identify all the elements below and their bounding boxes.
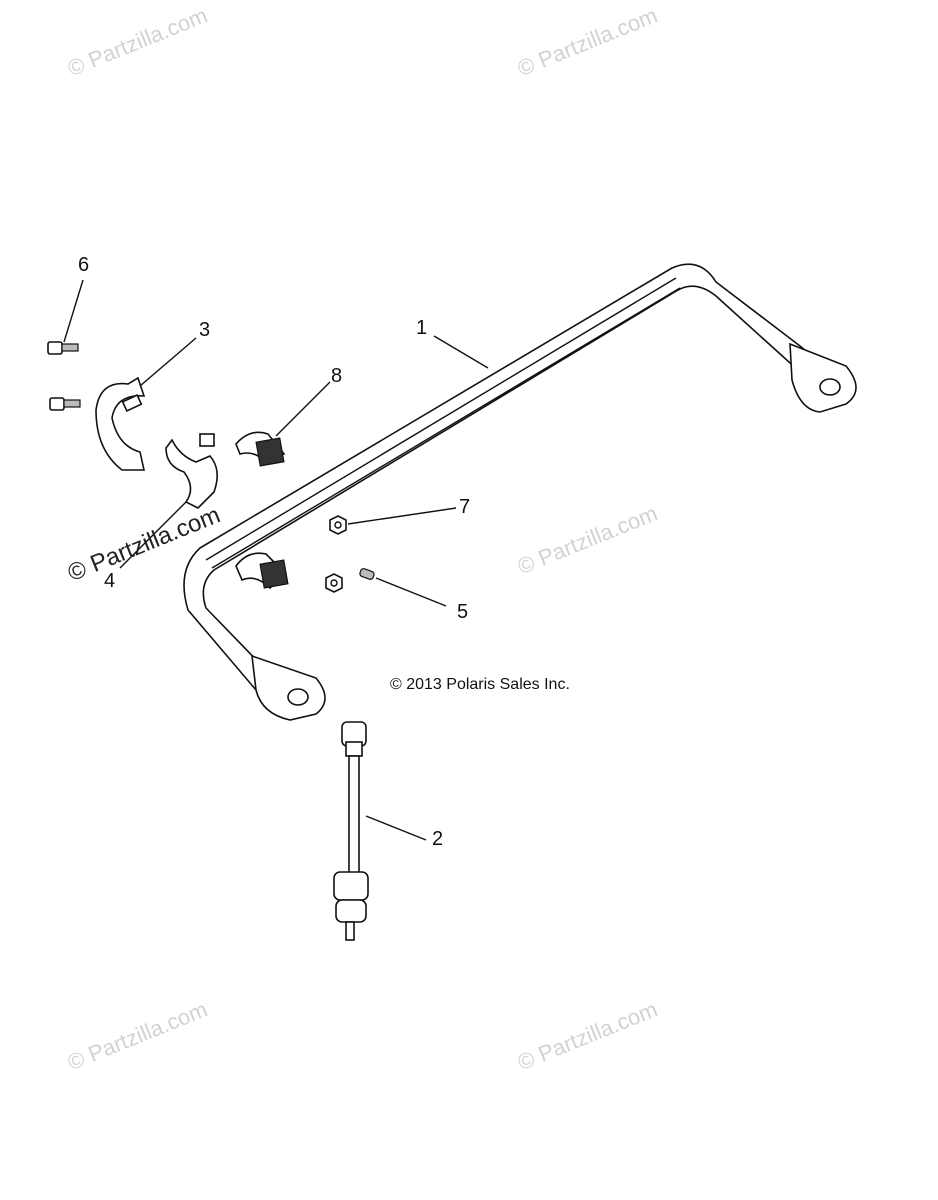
bolt-upper — [47, 341, 79, 355]
clamp-bracket — [165, 433, 218, 509]
sway-bar — [183, 263, 857, 721]
callout-5: 5 — [457, 601, 469, 623]
nut-lower — [325, 573, 343, 593]
bolt-lower — [49, 397, 81, 411]
callout-6: 6 — [78, 254, 90, 276]
nut-upper — [329, 515, 347, 535]
copyright-notice: © 2013 Polaris Sales Inc. — [390, 676, 570, 693]
bushing-lower — [235, 552, 289, 590]
callout-2: 2 — [432, 828, 444, 850]
callout-7: 7 — [459, 496, 471, 518]
callout-8: 8 — [331, 365, 343, 387]
callout-1: 1 — [416, 317, 428, 339]
end-link — [333, 721, 369, 941]
leader-lines — [63, 279, 489, 841]
grease-fitting — [359, 568, 375, 580]
callout-4: 4 — [104, 570, 116, 592]
bushing-clamp — [95, 376, 146, 471]
callout-3: 3 — [199, 319, 211, 341]
bushing-upper — [235, 431, 286, 467]
